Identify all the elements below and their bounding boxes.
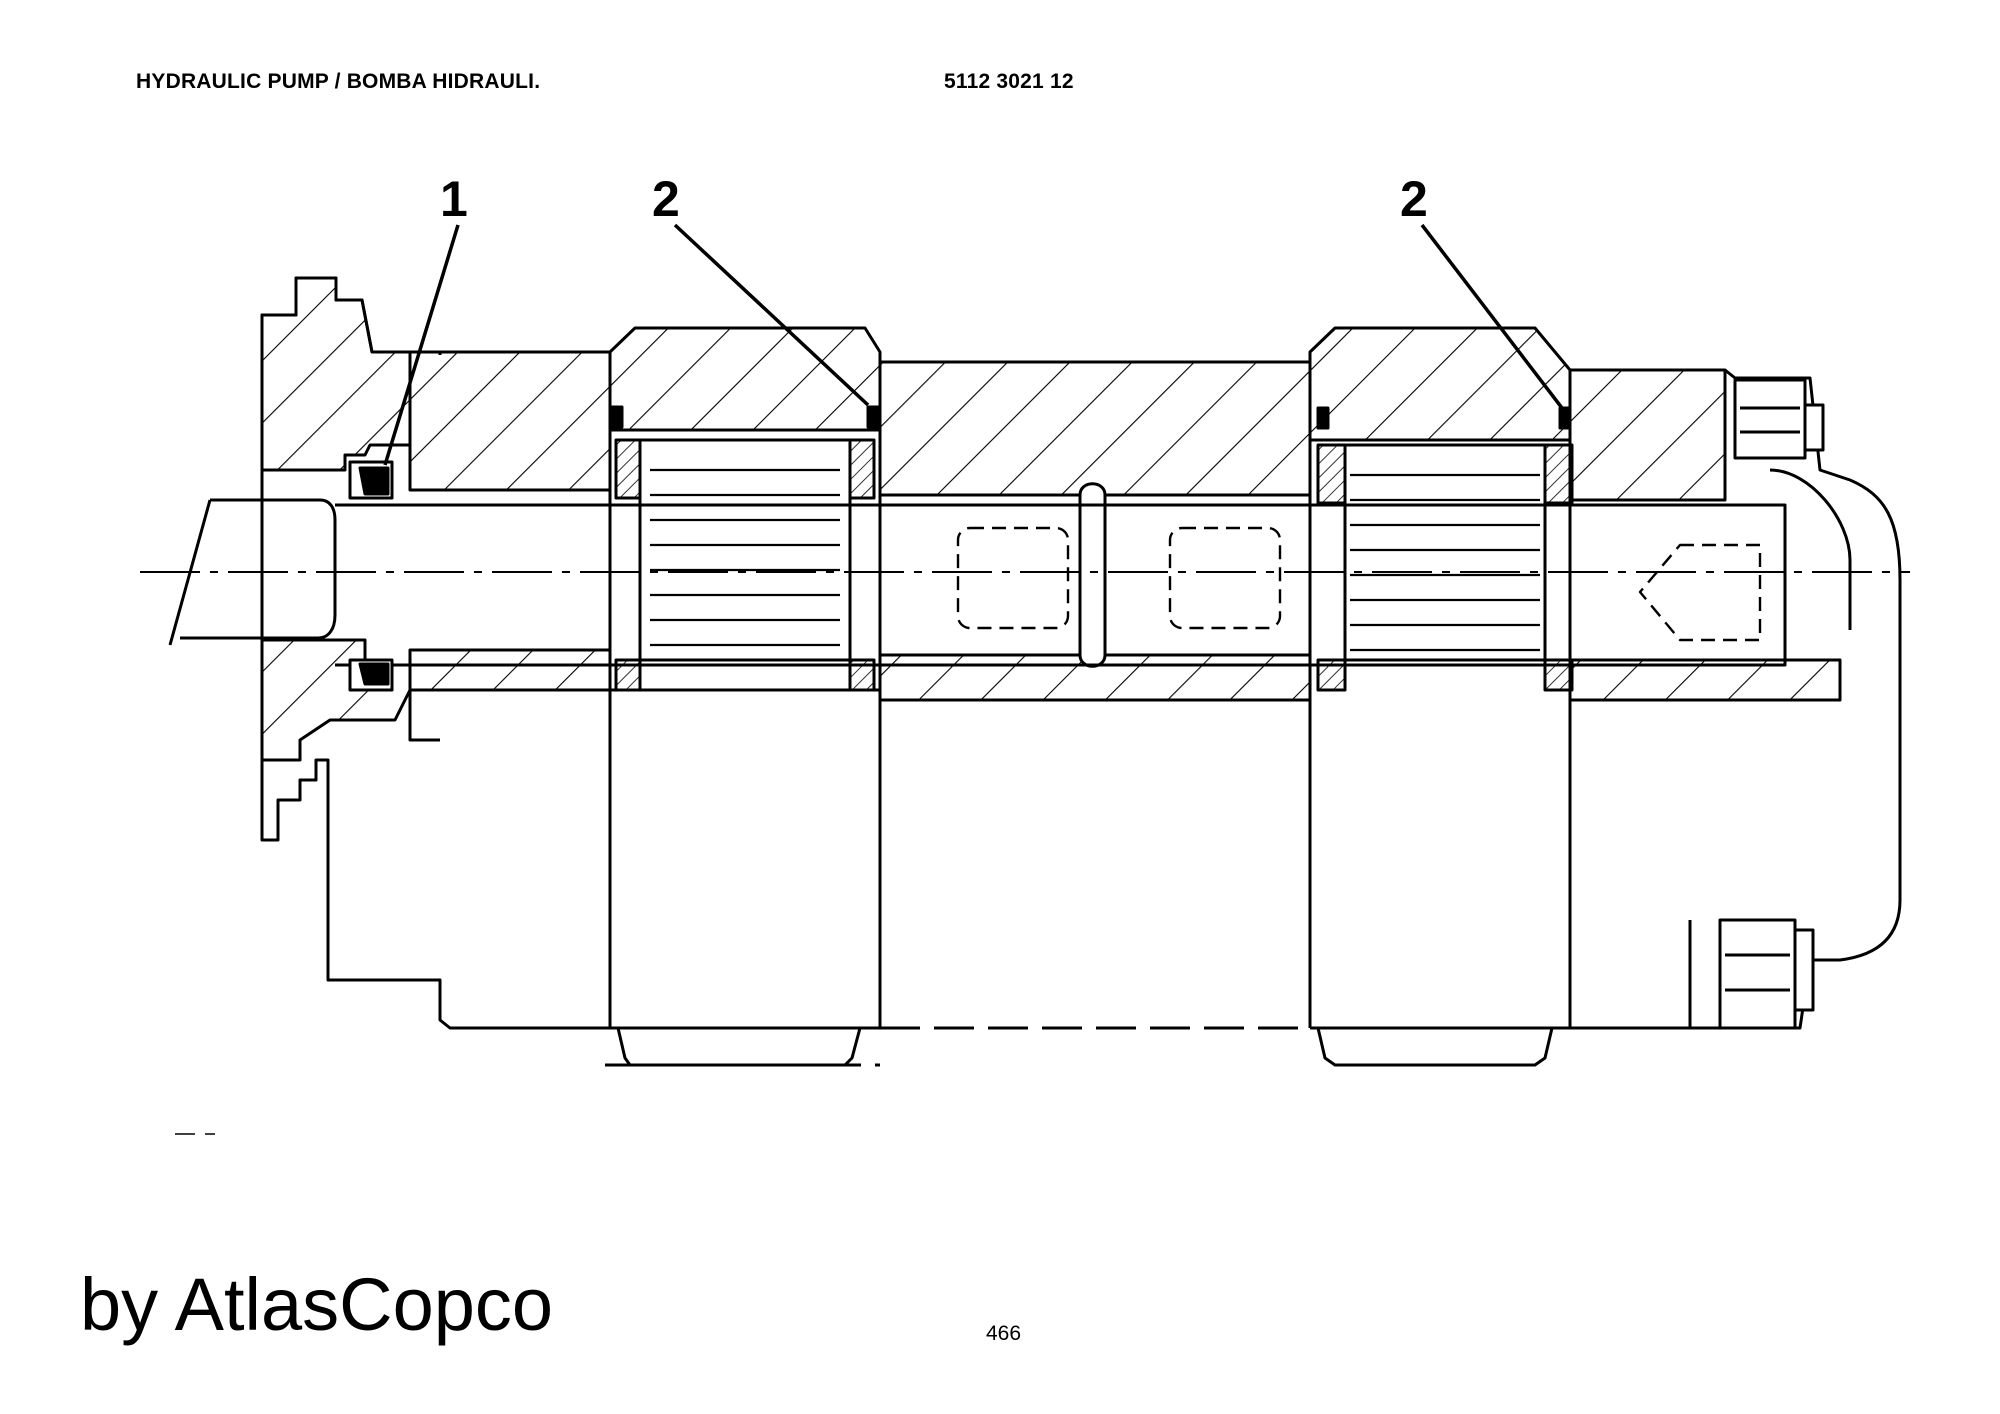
brand-watermark: by AtlasCopco bbox=[80, 1263, 554, 1346]
rear-bolt-upper bbox=[1733, 378, 1825, 460]
callout-1-leader bbox=[383, 224, 460, 466]
gear-housing-2 bbox=[1308, 326, 1574, 1067]
callout-2a: 2 bbox=[652, 171, 680, 227]
page-number: 466 bbox=[986, 1322, 1022, 1345]
callout-2b-leader bbox=[1420, 223, 1564, 410]
callout-1: 1 bbox=[440, 171, 468, 227]
callout-2a-leader bbox=[673, 223, 870, 407]
callout-2b: 2 bbox=[1400, 171, 1428, 227]
part-number: 5112 3021 12 bbox=[944, 70, 1074, 93]
housing-lower-outline bbox=[605, 1026, 1570, 1067]
rear-cover bbox=[1568, 368, 1902, 1030]
page-title: HYDRAULIC PUMP / BOMBA HIDRAULI. bbox=[136, 70, 541, 93]
front-housing bbox=[408, 350, 612, 742]
drive-shaft bbox=[140, 498, 1910, 667]
rear-bolt-lower bbox=[1718, 918, 1815, 1030]
middle-housing bbox=[878, 360, 1312, 1028]
gear-housing-1 bbox=[608, 326, 882, 1067]
shaft-seal bbox=[348, 460, 394, 692]
